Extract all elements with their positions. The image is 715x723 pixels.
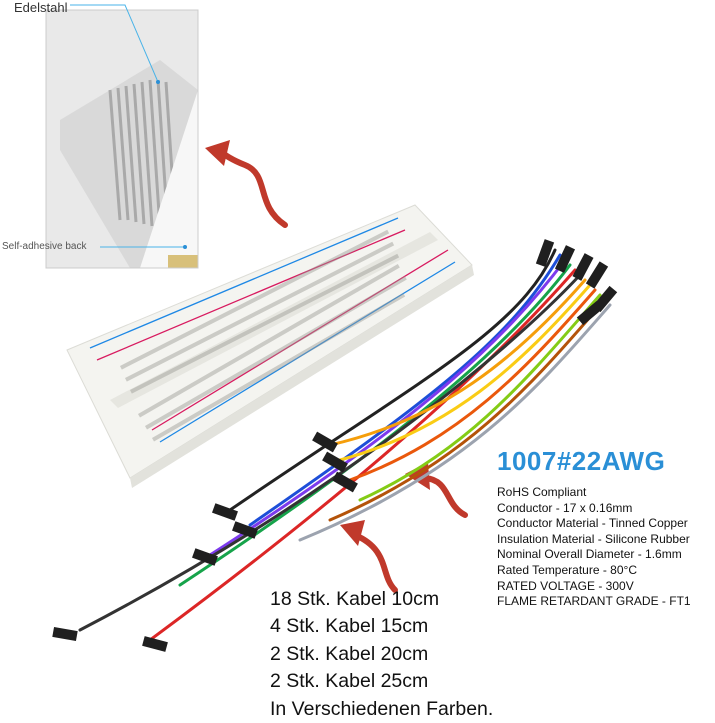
- arrow-head-icon: [205, 140, 230, 166]
- cable-item: 2 Stk. Kabel 25cm: [270, 670, 429, 693]
- arrow-icon: [215, 147, 288, 228]
- inset-closeup: [45, 4, 199, 269]
- spec-item: Insulation Material - Silicone Rubber: [497, 531, 690, 546]
- inset-label-top: Edelstahl: [14, 0, 68, 15]
- spec-item: RATED VOLTAGE - 300V: [497, 578, 634, 593]
- inset-label-back: Self-adhesive back: [2, 241, 87, 252]
- cable-list: 18 Stk. Kabel 10cm 4 Stk. Kabel 15cm 2 S…: [270, 586, 493, 723]
- cable-item: 2 Stk. Kabel 20cm: [270, 642, 429, 665]
- spec-list: RoHS Compliant Conductor - 17 x 0.16mm C…: [497, 485, 691, 610]
- spec-item: Conductor Material - Tinned Copper: [497, 516, 688, 531]
- spec-item: Rated Temperature - 80°C: [497, 562, 637, 577]
- wire-connector-pins: [52, 239, 618, 652]
- arrow-icon: [422, 475, 468, 518]
- spec-item: Conductor - 17 x 0.16mm: [497, 500, 633, 515]
- product-code: 1007#22AWG: [497, 446, 666, 476]
- cable-item: In Verschiedenen Farben.: [270, 697, 494, 720]
- arrow-icon: [352, 532, 398, 593]
- spec-item: Nominal Overall Diameter - 1.6mm: [497, 547, 682, 562]
- spec-item: FLAME RETARDANT GRADE - FT1: [497, 594, 691, 609]
- spec-item: RoHS Compliant: [497, 485, 587, 499]
- arrow-head-icon: [340, 520, 365, 546]
- cable-item: 18 Stk. Kabel 10cm: [270, 588, 440, 610]
- jumper-wire-bundle: [78, 248, 612, 642]
- breadboard: [66, 204, 474, 488]
- cable-item: 4 Stk. Kabel 15cm: [270, 615, 429, 638]
